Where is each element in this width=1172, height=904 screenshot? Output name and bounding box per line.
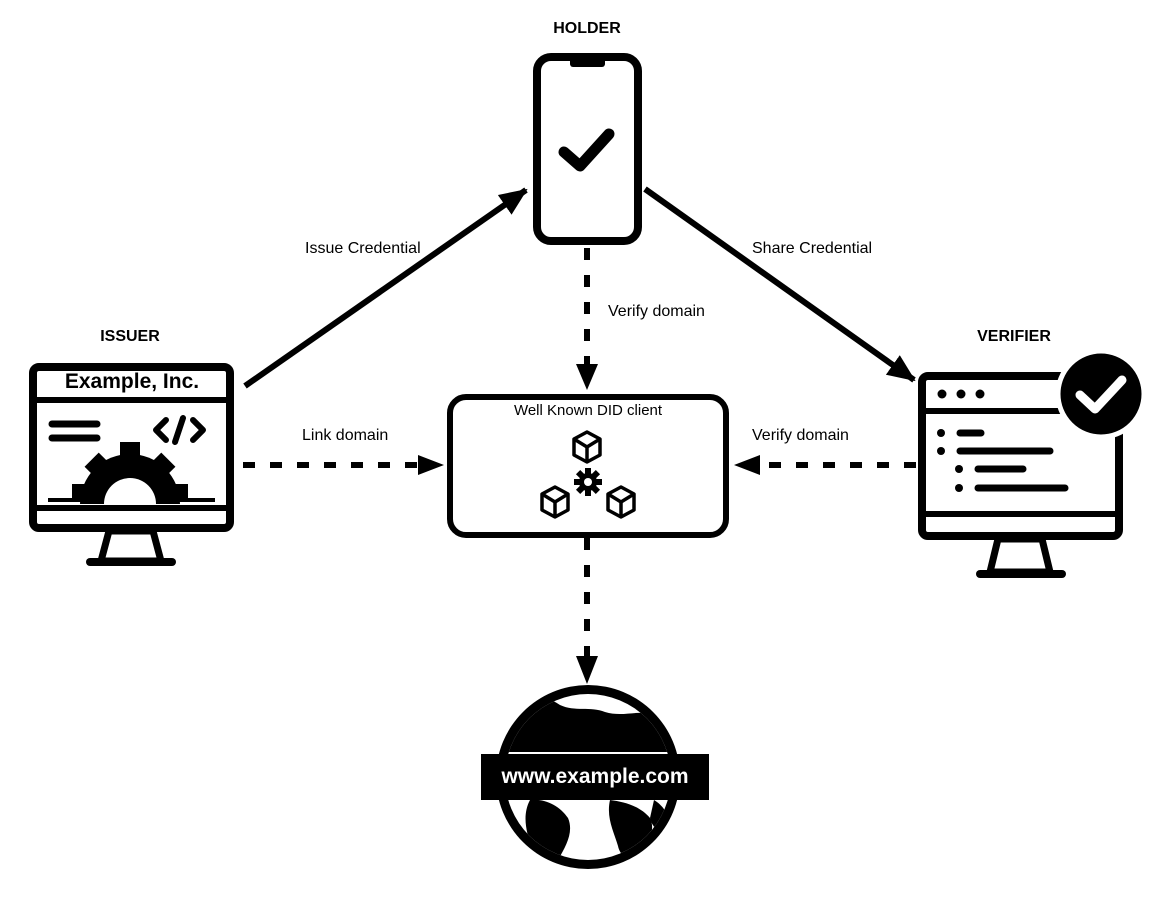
edge-label-holder-verify-domain: Verify domain — [608, 303, 705, 320]
monitor-list-check-icon — [918, 348, 1147, 578]
cubes-gear-icon — [540, 430, 636, 519]
arrowhead-client-web — [576, 656, 598, 684]
edge-label-share-credential: Share Credential — [752, 240, 873, 257]
verifier-title: VERIFIER — [977, 328, 1051, 345]
issuer-title: ISSUER — [100, 328, 160, 345]
arrowhead-verifier-verify — [734, 455, 760, 475]
client-title: Well Known DID client — [513, 402, 663, 419]
edge-share-credential — [643, 186, 916, 383]
arrowhead-link-domain — [418, 455, 444, 475]
monitor-code-gear-icon — [29, 363, 234, 566]
edge-label-issue-credential: Issue Credential — [305, 240, 421, 257]
edge-issue-credential — [243, 187, 528, 389]
arrowhead-holder-verify — [576, 364, 598, 390]
edge-label-link-domain: Link domain — [302, 427, 389, 444]
web-domain-banner: www.example.com — [481, 754, 709, 800]
issuer-company-name: Example, Inc. — [64, 370, 200, 393]
holder-title: HOLDER — [553, 20, 621, 37]
client-box — [447, 394, 729, 538]
edge-label-verifier-verify-domain: Verify domain — [752, 427, 849, 444]
smartphone-check-icon — [533, 53, 642, 245]
